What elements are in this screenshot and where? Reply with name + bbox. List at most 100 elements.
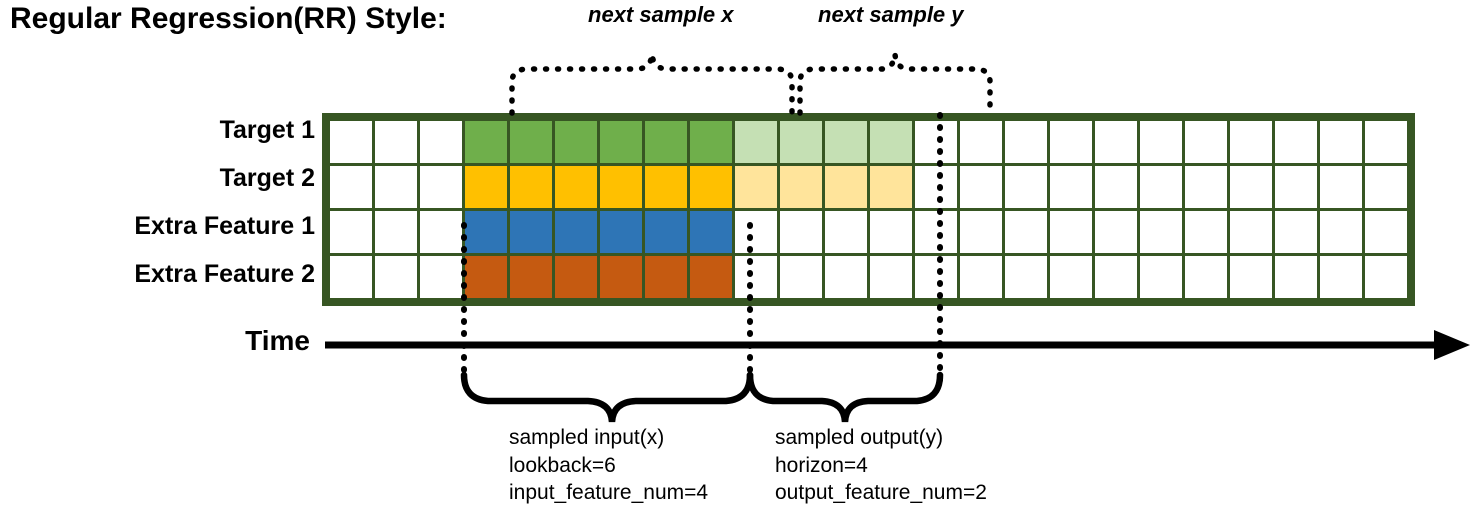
grid-cell [777, 163, 825, 211]
grid-cell [1002, 163, 1050, 211]
sampled-input-title: sampled input(x) [509, 426, 665, 449]
grid-cell [372, 208, 420, 256]
grid-cell [327, 208, 375, 256]
grid-cell [687, 163, 735, 211]
grid-cell [597, 208, 645, 256]
grid-cell [327, 118, 375, 166]
grid-cell [1317, 163, 1365, 211]
grid-cell [417, 208, 465, 256]
grid-cell [372, 163, 420, 211]
grid-cell [462, 118, 510, 166]
grid-cell [867, 253, 915, 301]
grid-cell [1227, 253, 1275, 301]
grid-cell [1047, 208, 1095, 256]
grid-cell [912, 208, 960, 256]
grid-cell [1182, 253, 1230, 301]
grid-cell [1047, 118, 1095, 166]
grid-cell [1002, 118, 1050, 166]
grid-cell [552, 163, 600, 211]
grid-cell [732, 163, 780, 211]
grid-cell [552, 208, 600, 256]
grid-cell [597, 253, 645, 301]
grid-cell [1227, 118, 1275, 166]
grid-cell [507, 163, 555, 211]
grid-cell [1137, 118, 1185, 166]
grid-cell [642, 208, 690, 256]
annotation-sampled-output: sampled output(y) horizon=4 output_featu… [775, 424, 987, 507]
grid-cell [1182, 163, 1230, 211]
grid-cell [687, 253, 735, 301]
grid-cell [462, 208, 510, 256]
grid-cell [597, 163, 645, 211]
grid-cell [687, 208, 735, 256]
grid-cell [1002, 208, 1050, 256]
annotation-next-sample-y: next sample y [818, 2, 964, 27]
grid-cell [822, 163, 870, 211]
grid-cell [507, 118, 555, 166]
grid-cell [642, 253, 690, 301]
grid-cell [642, 118, 690, 166]
sampled-output-horizon: horizon=4 [775, 453, 868, 477]
grid-cell [1047, 253, 1095, 301]
grid-cell [1317, 208, 1365, 256]
grid-cell [417, 163, 465, 211]
grid-cell [957, 253, 1005, 301]
grid-cell [1182, 208, 1230, 256]
page-title: Regular Regression(RR) Style: [10, 2, 447, 35]
grid-cell [1272, 163, 1320, 211]
grid-cell [642, 163, 690, 211]
grid-cell [732, 253, 780, 301]
grid-cell [327, 163, 375, 211]
grid-cell [372, 253, 420, 301]
grid-cell [687, 118, 735, 166]
row-label-target-2: Target 2 [219, 164, 315, 192]
grid-cell [1317, 253, 1365, 301]
grid-cell [957, 208, 1005, 256]
sampled-input-features: input_feature_num=4 [509, 481, 709, 505]
grid-cell [912, 118, 960, 166]
grid-cell [417, 118, 465, 166]
grid-cell [1362, 118, 1410, 166]
grid-cell [1362, 208, 1410, 256]
grid-cell [597, 118, 645, 166]
grid-cell [912, 163, 960, 211]
grid-cell [1137, 208, 1185, 256]
grid-cell [1227, 163, 1275, 211]
brace-sampled-output [746, 371, 944, 423]
grid-cell [822, 253, 870, 301]
grid-cell [327, 253, 375, 301]
grid-cell [1317, 118, 1365, 166]
sampled-input-lookback: lookback=6 [509, 453, 616, 477]
brace-next-sample-x [509, 53, 795, 116]
grid-cell [867, 208, 915, 256]
timeline-grid [322, 113, 1415, 306]
grid-cell [777, 253, 825, 301]
grid-cell [732, 208, 780, 256]
grid-cell [1362, 163, 1410, 211]
brace-next-sample-y [797, 53, 993, 116]
grid-cell [507, 253, 555, 301]
time-axis-label: Time [245, 325, 310, 356]
grid-row-extra-feature-2 [327, 253, 1410, 301]
grid-cell [912, 253, 960, 301]
grid-cell [822, 208, 870, 256]
row-label-column: Target 1 Target 2 Extra Feature 1 Extra … [10, 115, 315, 307]
grid-cell [957, 118, 1005, 166]
grid-row-target-1 [327, 118, 1410, 166]
row-label-target-1: Target 1 [219, 116, 315, 144]
grid-cell [777, 208, 825, 256]
grid-cell [1002, 253, 1050, 301]
grid-cell [867, 163, 915, 211]
grid-cell [1227, 208, 1275, 256]
grid-cell [822, 118, 870, 166]
grid-row-extra-feature-1 [327, 208, 1410, 256]
annotation-sampled-input: sampled input(x) lookback=6 input_featur… [509, 424, 708, 507]
grid-cell [1137, 163, 1185, 211]
annotation-next-sample-x: next sample x [588, 2, 734, 27]
grid-cell [1272, 118, 1320, 166]
timeline-table [327, 118, 1410, 301]
grid-cell [1092, 163, 1140, 211]
grid-cell [777, 118, 825, 166]
